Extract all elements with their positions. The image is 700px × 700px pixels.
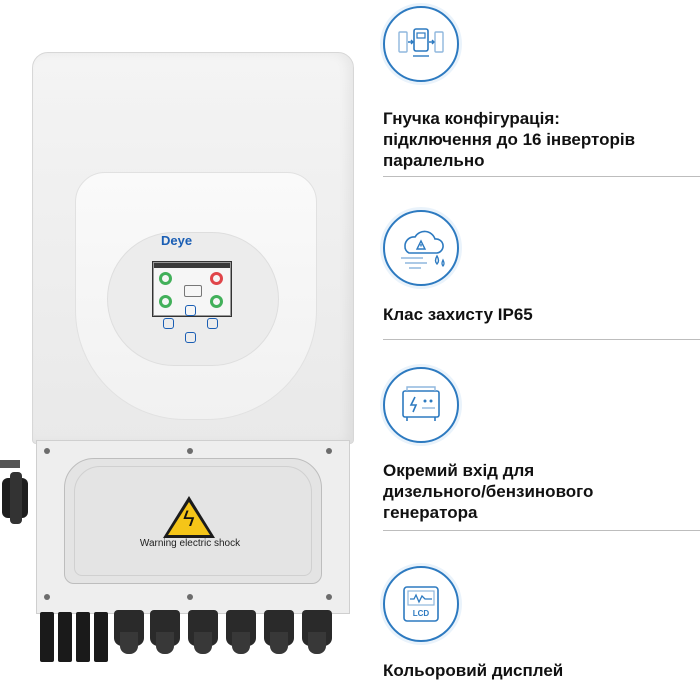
- cable-gland: [302, 610, 332, 654]
- lcd-status-bar: [154, 263, 230, 268]
- divider: [383, 339, 700, 340]
- pv-connector: [40, 612, 54, 662]
- lcd-gauge: [210, 295, 223, 308]
- feature-text: Клас захисту IP65: [383, 304, 683, 325]
- cable-gland: [264, 610, 294, 654]
- weather-protection-icon: [383, 210, 459, 286]
- screw: [187, 594, 193, 600]
- feature-line: Окремий вхід для: [383, 461, 535, 480]
- lcd-display-glyph: LCD: [403, 586, 439, 622]
- lcd-icon-label: LCD: [413, 609, 430, 618]
- dc-switch-knob: [2, 472, 28, 524]
- screw: [44, 448, 50, 454]
- lightning-bolt-icon: ϟ: [183, 506, 195, 531]
- generator-icon: [383, 367, 459, 443]
- screw: [187, 448, 193, 454]
- pv-connector: [94, 612, 108, 662]
- pv-connector: [76, 612, 90, 662]
- brand-logo: Deye: [161, 233, 193, 248]
- cable-gland: [114, 610, 144, 654]
- home-key-icon: [185, 305, 196, 316]
- lcd-gauge: [159, 295, 172, 308]
- warning-label: Warning electric shock: [139, 538, 241, 549]
- cable-gland: [226, 610, 256, 654]
- lcd-inverter-symbol: [184, 285, 202, 297]
- feature-line: Клас захисту IP65: [383, 305, 533, 324]
- terminal-cover-edge: [74, 466, 312, 576]
- lcd-screen: [153, 262, 231, 316]
- feature-line: Кольоровий дисплей: [383, 661, 564, 680]
- parallel-inverters-icon: [383, 6, 459, 82]
- feature-text: Окремий вхід для дизельного/бензинового …: [383, 460, 683, 523]
- left-key-icon: [163, 318, 174, 329]
- lcd-display-icon: LCD: [383, 566, 459, 642]
- feature-line: підключення до 16 інверторів: [383, 130, 636, 149]
- feature-line: генератора: [383, 503, 478, 522]
- generator-glyph: [402, 386, 440, 421]
- cable-gland: [150, 610, 180, 654]
- cable-gland: [188, 610, 218, 654]
- pv-connector: [58, 612, 72, 662]
- feature-line: дизельного/бензинового: [383, 482, 594, 501]
- screw: [326, 594, 332, 600]
- feature-text: Кольоровий дисплей: [383, 660, 683, 681]
- feature-line: Гнучка конфігурація:: [383, 109, 560, 128]
- lcd-gauge: [210, 272, 223, 285]
- inverter-illustration: Deye ϟ Warning electric shock: [0, 52, 354, 662]
- parallel-inverters-glyph: [398, 28, 444, 57]
- lcd-gauge: [159, 272, 172, 285]
- warning-triangle-fill: [168, 502, 210, 535]
- weather-protection-glyph: [401, 230, 445, 269]
- screw: [326, 448, 332, 454]
- divider: [383, 176, 700, 177]
- enter-key-icon: [185, 332, 196, 343]
- right-key-icon: [207, 318, 218, 329]
- side-cable: [0, 460, 20, 468]
- feature-line: паралельно: [383, 151, 485, 170]
- divider: [383, 530, 700, 531]
- feature-text: Гнучка конфігурація: підключення до 16 і…: [383, 108, 683, 171]
- screw: [44, 594, 50, 600]
